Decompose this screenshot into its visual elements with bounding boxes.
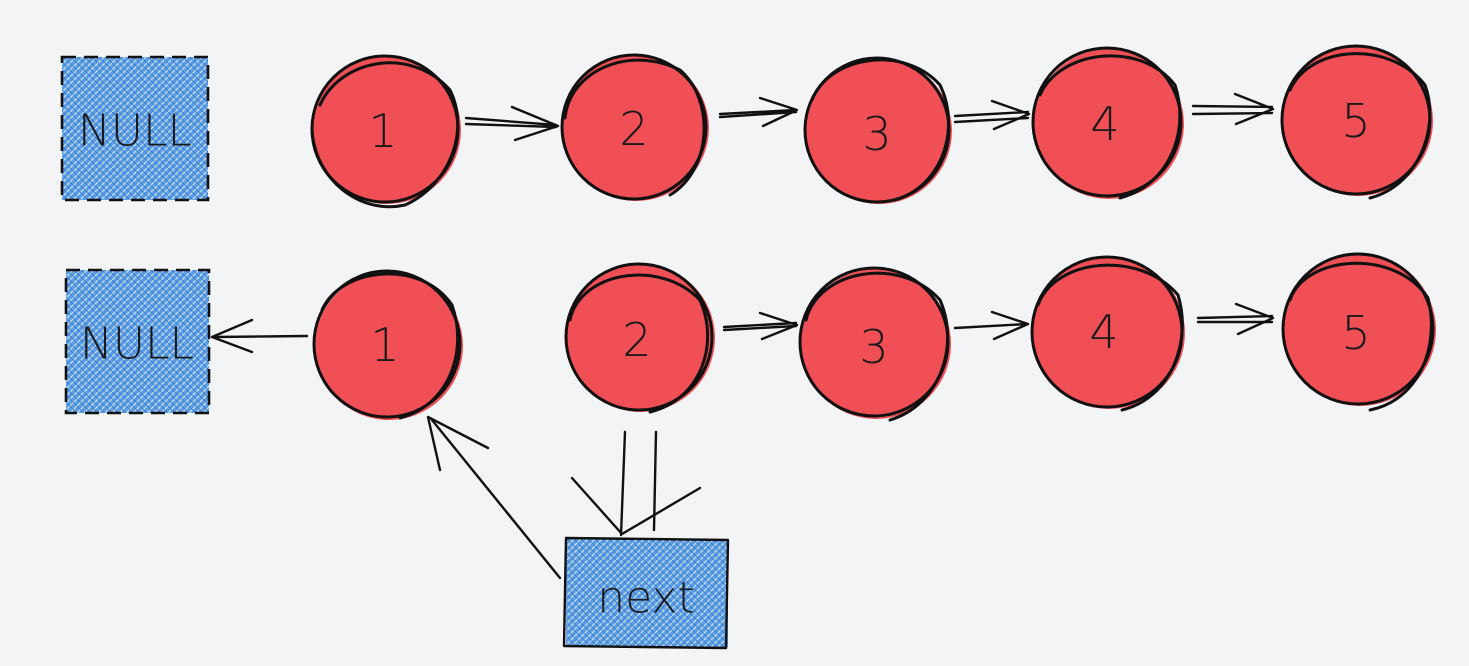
row2-null-box: NULL [64,268,211,415]
row2-node-3: 3 [798,266,951,422]
row1-node-2-label: 2 [619,102,648,156]
row1-node-1-label: 1 [368,104,397,158]
row2-node-5: 5 [1281,252,1436,412]
row2: NULL 1 2 3 4 [64,252,1436,422]
row1-null-label: NULL [78,106,192,157]
row2-null-label: NULL [80,319,194,370]
row1-node-1: 1 [310,54,461,209]
next-pointer-box: next [562,536,730,650]
row1-node-3: 3 [803,56,952,204]
row2-arrow-4-5 [1196,302,1275,336]
row1-arrow-4-5 [1191,92,1275,126]
row1-node-4-label: 4 [1090,97,1119,151]
node-2-to-next-arrow [570,430,702,537]
row1: NULL 1 2 3 4 [60,44,1433,209]
row2-arrow-3-4 [953,310,1030,341]
row2-node-2: 2 [564,262,715,414]
row1-arrow-2-3 [718,96,799,128]
row1-node-2: 2 [560,53,709,201]
row1-node-3-label: 3 [862,107,891,161]
row1-node-4: 4 [1031,46,1184,200]
row2-node-1-label: 1 [370,318,399,372]
row2-node-4-label: 4 [1089,305,1118,359]
row2-node-1: 1 [312,269,463,420]
row2-node-5-label: 5 [1341,306,1370,360]
row1-null-box: NULL [60,55,210,202]
row2-node-4: 4 [1030,255,1185,412]
row1-node-5: 5 [1280,44,1433,200]
next-to-node-1-arrow [426,415,562,580]
row2-node-2-label: 2 [622,313,651,367]
row1-arrow-3-4 [953,99,1031,131]
row2-arrow-1-null [210,318,309,354]
row1-arrow-1-2 [464,105,560,142]
row2-arrow-2-3 [722,311,799,341]
row1-node-5-label: 5 [1341,94,1370,148]
row2-node-3-label: 3 [859,320,888,374]
next-label: next [597,573,694,624]
